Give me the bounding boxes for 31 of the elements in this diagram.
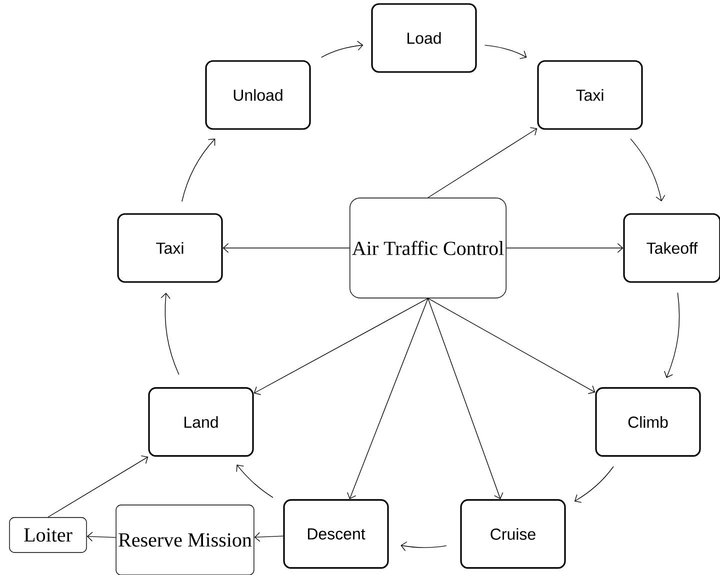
arrow [254, 298, 428, 395]
process-box: Descent [283, 499, 389, 569]
process-box: Taxi [117, 213, 223, 283]
arrow [574, 466, 614, 503]
process-box: Unload [205, 60, 311, 130]
process-box: Air Traffic Control [350, 198, 506, 298]
arrow [428, 298, 596, 394]
arrow [86, 532, 116, 542]
arrow [347, 298, 428, 500]
arrow [664, 292, 680, 378]
arrow [254, 532, 284, 542]
process-box: Climb [595, 387, 701, 457]
process-box: Cruise [460, 499, 566, 569]
arrow [48, 455, 148, 518]
arrow [320, 40, 364, 58]
arrow [160, 292, 180, 375]
process-box: Loiter [9, 517, 87, 553]
process-box: Taxi [537, 60, 643, 130]
arrow [484, 44, 527, 60]
process-box: Land [148, 387, 254, 457]
arrow [182, 138, 216, 202]
process-box: Takeoff [623, 213, 720, 283]
arrow [236, 464, 274, 498]
arrow [428, 298, 504, 500]
arrow [428, 127, 538, 198]
process-box: Load [371, 3, 477, 73]
arrow [630, 138, 666, 202]
process-box: Reserve Mission [116, 504, 254, 575]
arrow [400, 542, 447, 552]
arrow [222, 243, 350, 253]
arrow [506, 243, 624, 253]
